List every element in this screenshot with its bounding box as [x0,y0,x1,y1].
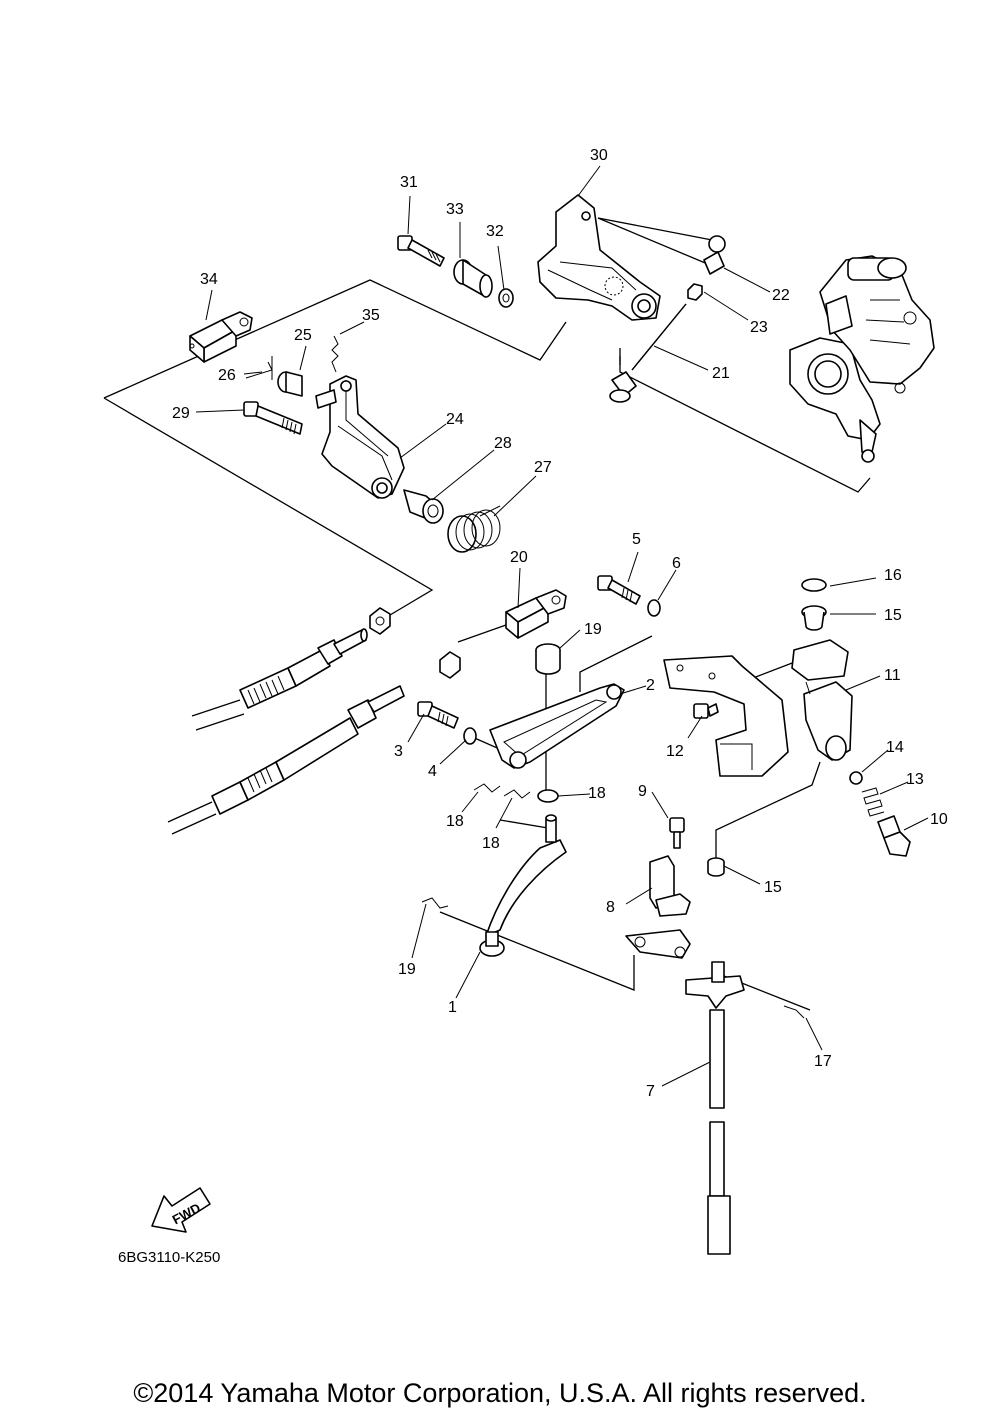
callout-14: 14 [886,739,904,756]
part-21-pin [421,897,449,909]
callout-20: 18 [588,785,606,802]
shift-cables [167,628,461,835]
callout-9: 9 [638,783,647,800]
part-13-spring [861,787,885,817]
nut-top [369,607,391,635]
callout-15-top: 15 [884,607,902,624]
part-36-cable-joint [189,311,253,363]
callout-33: 31 [400,174,418,191]
leader-lines [195,165,929,1087]
callout-16: 16 [884,567,902,584]
part-29-spring [447,505,501,553]
callout-4: 4 [428,763,437,780]
callout-23: 21 [712,365,730,382]
callout-5: 5 [632,531,641,548]
part-27-collar [277,371,303,397]
part-4-washer [463,727,477,745]
part-11-bracket [663,639,853,777]
part-7-shift-rod [625,929,745,1255]
part-2-lever [489,683,625,769]
callout-21: 19 [398,961,416,978]
callout-12: 12 [666,743,684,760]
callout-29: 27 [534,459,552,476]
part-12-bolt [693,703,719,719]
callout-36: 34 [200,271,218,288]
part-16-washer [801,578,827,592]
callout-2: 2 [646,677,655,694]
callout-3: 3 [394,743,403,760]
part-26-lever [315,375,405,499]
callout-1: 1 [448,999,457,1016]
part-23-rod [609,303,687,403]
callout-6: 6 [672,555,681,572]
callout-18a: 18 [446,813,464,830]
callout-11: 11 [884,667,901,684]
callout-22: 20 [510,549,528,566]
callout-32: 30 [590,147,608,164]
copyright-notice: ©2014 Yamaha Motor Corporation, U.S.A. A… [133,1378,867,1408]
part-31-bolt [243,401,303,435]
callout-30: 28 [494,435,512,452]
part-35-collar [453,259,493,298]
part-6-washer [647,599,661,617]
callout-8: 8 [606,899,615,916]
part-22-cable-joint [505,589,567,639]
part-24-joint [703,235,726,275]
callout-25: 23 [750,319,768,336]
part-32-bracket [537,194,661,321]
callout-34: 32 [486,223,504,240]
callout-31: 29 [172,405,190,422]
part-1-arm [479,814,567,957]
part-30-bushing [403,489,444,524]
throttle-body [789,255,935,463]
part-5-bolt [597,575,641,605]
part-33-bolt [397,235,445,267]
part-17-pin [783,1005,805,1019]
part-3-bolt [417,701,459,729]
callout-26: 24 [446,411,464,428]
callout-7: 7 [646,1083,655,1100]
part-18-clips [473,783,531,799]
callout-17: 17 [814,1053,832,1070]
drawing-code: 6BG3110-K250 [118,1249,220,1266]
callout-28: 26 [218,367,236,384]
part-10-plunger [877,815,911,857]
callout-18-second: 18 [482,835,500,852]
part-15-bushing-top [801,605,827,631]
part-28-clip [245,356,273,380]
callout-37: 35 [362,307,380,324]
callout-24: 22 [772,287,790,304]
callout-35: 33 [446,201,464,218]
callout-13: 13 [906,771,924,788]
callout-19: 19 [584,621,602,638]
callout-10: 10 [930,811,948,828]
part-14-ball [849,771,863,785]
part-37-pin [331,335,339,373]
callout-15-bottom: 15 [764,879,782,896]
part-20-washer [537,789,559,803]
part-34-washer [498,288,514,308]
fwd-arrow-icon: FWD [151,1187,211,1233]
part-15-bushing-bottom [707,857,725,877]
part-9-bolt [669,817,685,849]
callout-27: 25 [294,327,312,344]
callout-labels: 31 33 32 30 22 23 21 34 25 35 26 29 24 2… [172,147,948,1100]
assembly-outline-lines [103,217,871,1011]
part-19-collar [535,643,561,675]
part-25-nut [687,283,703,301]
part-8-bracket [649,855,691,917]
